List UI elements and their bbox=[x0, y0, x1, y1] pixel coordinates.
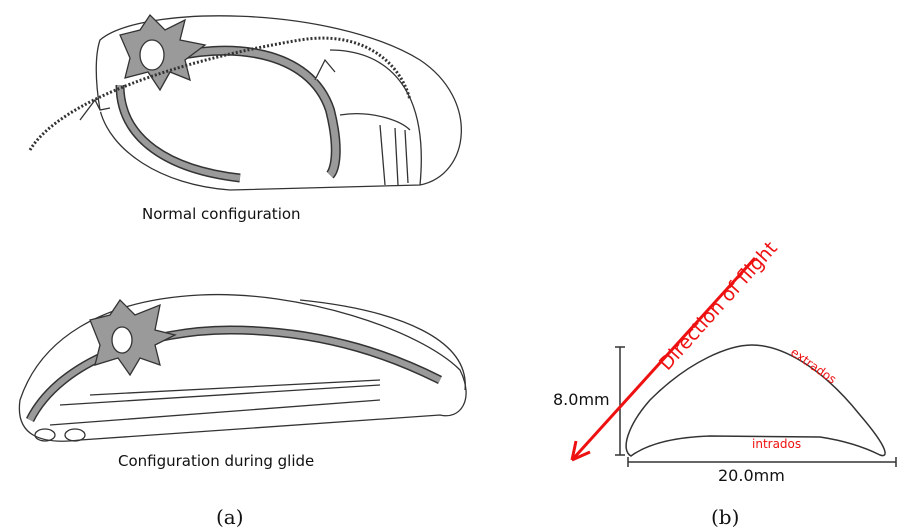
caption-a: (a) bbox=[216, 505, 244, 529]
caption-b: (b) bbox=[711, 505, 740, 529]
glide-configuration-label: Configuration during glide bbox=[118, 452, 315, 470]
glide-configuration-drawing bbox=[18, 293, 467, 442]
intrados-label: intrados bbox=[752, 437, 802, 451]
width-dimension-label: 20.0mm bbox=[718, 466, 785, 485]
height-dimension-label: 8.0mm bbox=[553, 390, 610, 409]
normal-configuration-drawing bbox=[28, 13, 462, 191]
wing-cross-section bbox=[615, 344, 897, 467]
normal-configuration-label: Normal configuration bbox=[142, 205, 301, 223]
direction-of-flight-arrow bbox=[570, 256, 757, 462]
